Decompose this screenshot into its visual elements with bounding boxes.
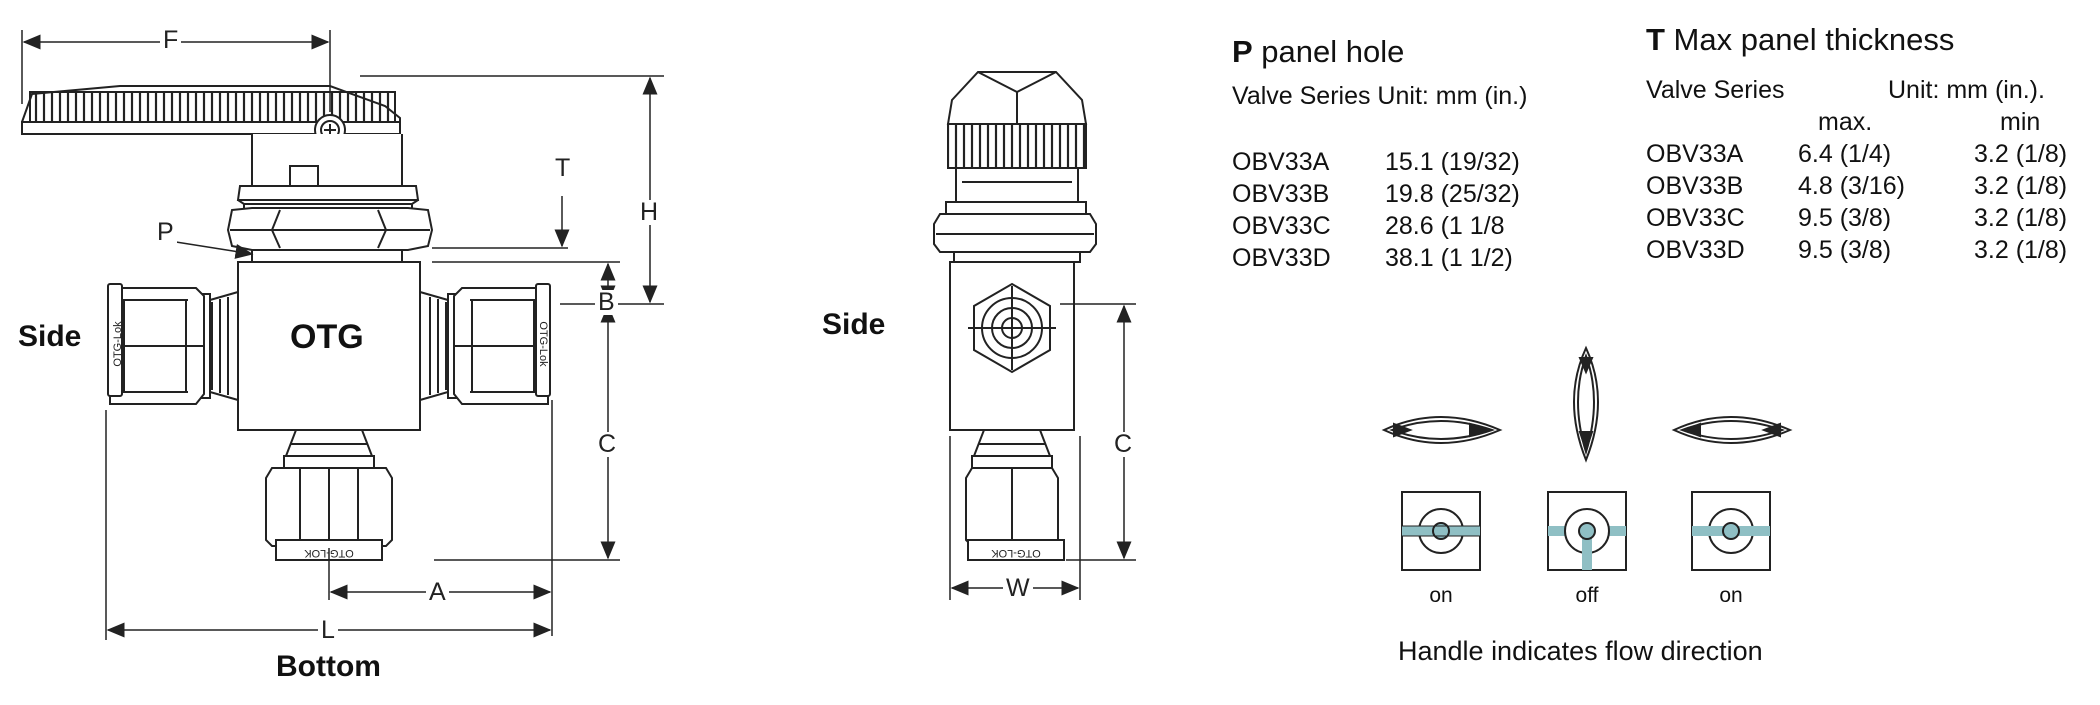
position-label-1: on [1429, 584, 1453, 607]
table-cell: 9.5 (3/8) [1798, 236, 1892, 264]
side-label-right: Side [822, 308, 886, 341]
side-label-front: Side [18, 320, 82, 353]
table-cell: 19.8 (25/32) [1385, 180, 1520, 208]
table-row: OBV33C [1232, 212, 1331, 240]
bottom-label: Bottom [276, 650, 381, 683]
table-row: OBV33B [1232, 180, 1330, 208]
table-cell: 6.4 (1/4) [1798, 140, 1892, 168]
table-row: OBV33A [1232, 148, 1330, 176]
dimension-lines-side [949, 303, 1136, 600]
panel-hole-title: P panel hole [1232, 34, 1405, 69]
fitting-brand-side: OTG-LOK [991, 547, 1041, 559]
table-cell: 3.2 (1/8) [1974, 172, 2068, 200]
fitting-brand-right: OTG-Lok [537, 321, 549, 367]
handle-symbol-right [1381, 416, 1503, 444]
position-label-2: off [1575, 584, 1599, 607]
panel-thickness-col-min: min [2000, 108, 2041, 136]
table-cell: 3.2 (1/8) [1974, 236, 2068, 264]
table-row: OBV33D [1232, 244, 1331, 272]
flow-caption: Handle indicates flow direction [1398, 636, 1763, 666]
fitting-left [107, 283, 239, 405]
dim-f: F [160, 28, 182, 53]
table-cell: 38.1 (1 1/2) [1385, 244, 1513, 272]
table-cell: 3.2 (1/8) [1974, 140, 2068, 168]
dim-b: B [595, 290, 618, 315]
dim-c-side: C [1111, 432, 1136, 457]
handle-symbol-down [1573, 345, 1599, 463]
handle-front [21, 85, 434, 263]
table-cell: 4.8 (3/16) [1798, 172, 1906, 200]
handle-symbol-left [1671, 416, 1793, 444]
table-cell: 28.6 (1 1/8 [1385, 212, 1505, 240]
fitting-bottom [265, 429, 393, 561]
dim-h: H [637, 200, 662, 225]
dim-a: A [426, 580, 449, 605]
body-brand: OTG [290, 318, 364, 356]
port-diagram-1 [1401, 491, 1481, 571]
panel-thickness-title: T Max panel thickness [1646, 22, 1955, 57]
position-label-3: on [1719, 584, 1743, 607]
port-diagram-3 [1691, 491, 1771, 571]
fitting-brand-left: OTG-Lok [112, 321, 124, 367]
side-view [933, 71, 1097, 561]
valve-body-front [237, 261, 421, 431]
table-row: OBV33B [1646, 172, 1744, 200]
table-cell: 9.5 (3/8) [1798, 204, 1892, 232]
table-cell: 3.2 (1/8) [1974, 204, 2068, 232]
fitting-right [419, 283, 551, 405]
table-row: OBV33D [1646, 236, 1745, 264]
panel-thickness-col-series: Valve Series [1646, 76, 1785, 104]
table-cell: 15.1 (19/32) [1385, 148, 1520, 176]
fitting-brand-bottom: OTG-LOK [304, 547, 354, 559]
dim-t: T [552, 156, 574, 181]
panel-thickness-unit: Unit: mm (in.). [1888, 76, 2045, 104]
panel-thickness-col-max: max. [1818, 108, 1873, 136]
dim-w: W [1003, 576, 1033, 601]
panel-hole-subtitle: Valve Series Unit: mm (in.) [1232, 82, 1528, 110]
dim-l: L [318, 618, 338, 643]
port-diagram-2 [1547, 491, 1627, 571]
table-row: OBV33A [1646, 140, 1744, 168]
table-row: OBV33C [1646, 204, 1745, 232]
dim-p: P [154, 220, 177, 245]
dim-c: C [595, 432, 620, 457]
